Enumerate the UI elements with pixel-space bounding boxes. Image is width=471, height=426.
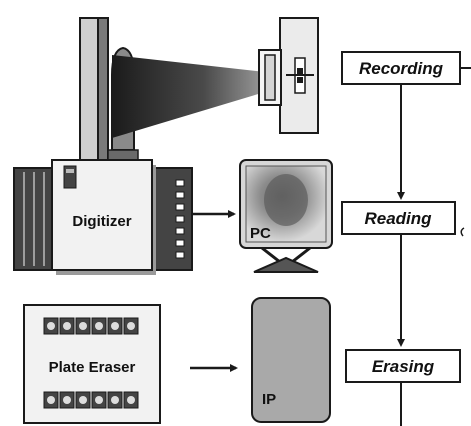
plate-holder: [258, 17, 319, 134]
step-erasing-label: Erasing: [372, 357, 435, 376]
eraser-lamps-bottom: [43, 391, 139, 409]
xray-beam: [112, 55, 265, 138]
imaging-plate: IP: [251, 297, 331, 423]
step-reading-box: [341, 201, 456, 235]
digitizer-device: Digitizer: [13, 159, 193, 275]
plate-eraser-label: Plate Eraser: [49, 359, 136, 376]
eraser-lamps-top: [43, 317, 139, 335]
pc-monitor: PC: [239, 159, 333, 273]
step-recording-box: [341, 51, 461, 85]
step-erasing-box: [345, 349, 461, 383]
digitizer-label: Digitizer: [72, 213, 131, 230]
xray-recording-apparatus: [64, 17, 319, 184]
pc-label: PC: [250, 225, 271, 242]
process-flow: Recording Reading Erasing: [341, 51, 471, 426]
step-recording-label: Recording: [359, 59, 444, 78]
plate-eraser-device: Plate Eraser: [23, 304, 161, 424]
step-reading-label: Reading: [364, 209, 432, 228]
ip-label: IP: [262, 391, 276, 408]
